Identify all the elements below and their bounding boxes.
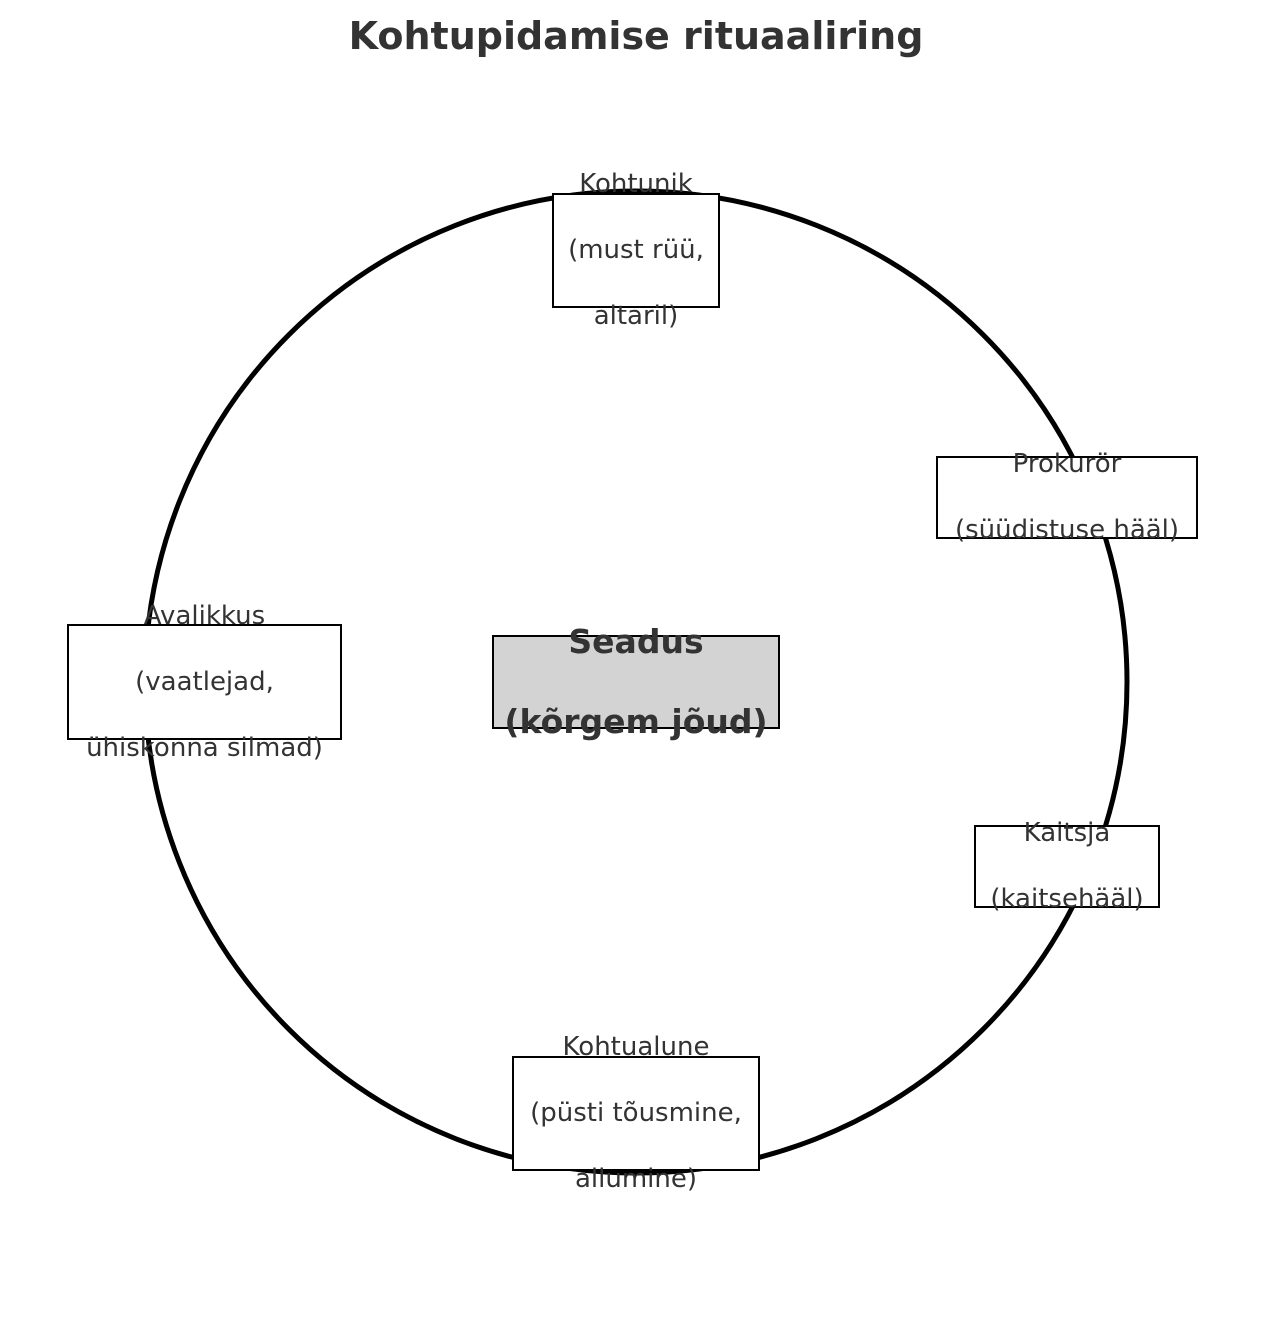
diagram-title: Kohtupidamise rituaaliring [348,14,924,58]
node-center-line2: (kõrgem jõud) [504,702,768,741]
node-public: Avalikkus (vaatlejad, ühiskonna silmad) [67,601,342,763]
node-defendant-line3: allumine) [574,1164,698,1194]
node-public-line1: Avalikkus [143,600,266,631]
node-prosecutor-line1: Prokurör [1012,449,1122,479]
node-defender-line1: Kaitsja [1023,818,1111,848]
node-defender: Kaitsja (kaitsehääl) [974,818,1160,914]
node-prosecutor: Prokurör (süüdistuse hääl) [936,449,1198,545]
node-public-line2: (vaatlejad, [135,666,274,697]
node-center-law: Seadus (kõrgem jõud) [492,622,780,741]
node-center-line1: Seadus [568,622,704,661]
node-defendant-line2: (püsti tõusmine, [530,1098,742,1128]
node-prosecutor-line2: (süüdistuse hääl) [954,515,1180,545]
node-defendant-line1: Kohtualune [562,1032,710,1062]
node-judge-line3: altaril) [593,301,679,331]
node-judge-line1: Kohtunik [579,169,693,199]
node-defendant: Kohtualune (püsti tõusmine, allumine) [512,1032,760,1194]
node-judge-line2: (must rüü, [568,235,704,265]
node-defender-line2: (kaitsehääl) [990,884,1144,914]
node-public-line3: ühiskonna silmad) [86,732,323,763]
node-judge: Kohtunik (must rüü, altaril) [552,169,720,331]
